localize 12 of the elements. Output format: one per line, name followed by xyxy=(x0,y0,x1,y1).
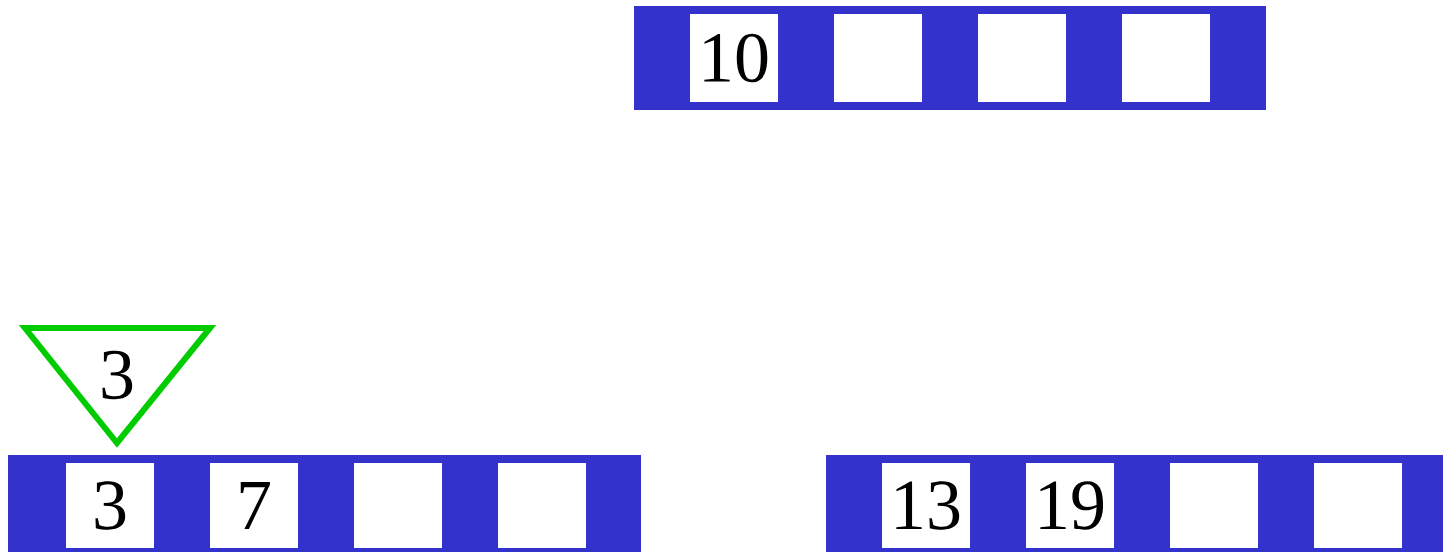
key-cell: 10 xyxy=(690,14,778,102)
key-cell: 7 xyxy=(210,463,298,548)
empty-cell xyxy=(834,14,922,102)
key-cell: 13 xyxy=(882,463,970,548)
empty-cell xyxy=(1314,463,1402,548)
empty-cell xyxy=(978,14,1066,102)
key-cell: 19 xyxy=(1026,463,1114,548)
empty-cell xyxy=(1122,14,1210,102)
empty-cell xyxy=(354,463,442,548)
empty-cell xyxy=(1170,463,1258,548)
key-cell: 3 xyxy=(66,463,154,548)
empty-cell xyxy=(498,463,586,548)
